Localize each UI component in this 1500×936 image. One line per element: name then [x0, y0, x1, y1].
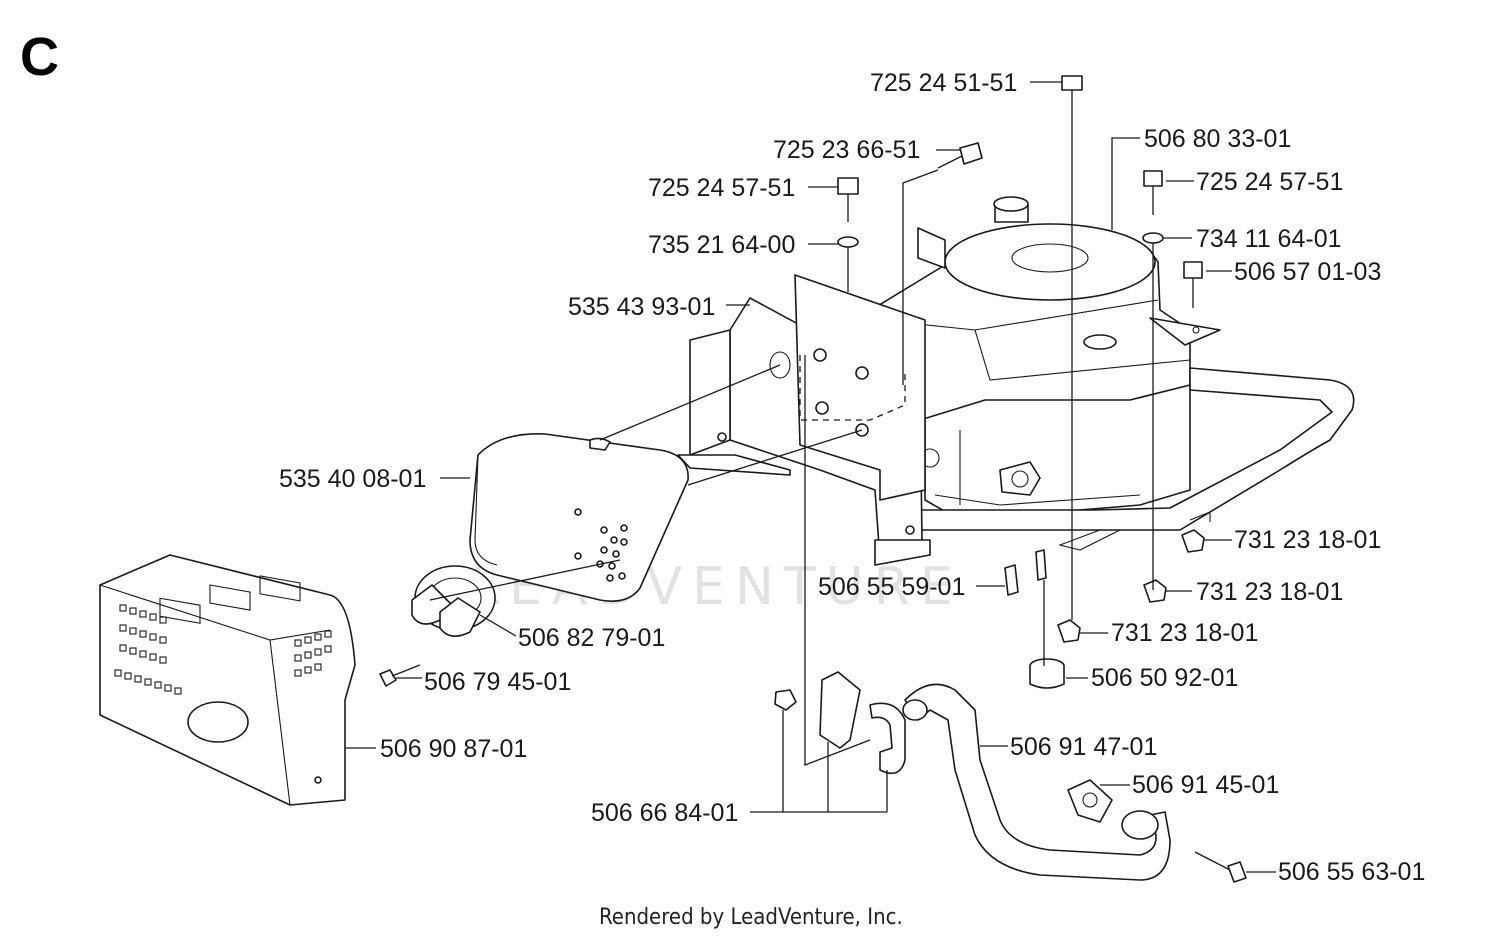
- engine-frame-drawing: [919, 367, 1355, 551]
- heat-shield-drawing: [99, 554, 356, 806]
- muffler-drawing: [469, 433, 689, 602]
- callout-label: 734 11 64-01: [1196, 225, 1342, 253]
- callout-label: 506 55 63-01: [1278, 858, 1425, 886]
- callout-label: 725 24 57-51: [648, 174, 795, 202]
- spark-deflector-drawing: [411, 565, 496, 637]
- callout-label: 725 24 57-51: [1196, 168, 1343, 196]
- callout-label: 506 79 45-01: [424, 668, 571, 696]
- muffler-bracket-drawing: [677, 274, 931, 566]
- section-letter: C: [20, 27, 59, 87]
- callout-label: 731 23 18-01: [1234, 526, 1381, 554]
- callout-label: 735 21 64-00: [648, 231, 795, 259]
- engine-drawing: [857, 196, 1221, 521]
- pipe-clamp-drawing: [774, 671, 906, 775]
- callout-label: 506 57 01-03: [1234, 258, 1381, 286]
- hardware-drawings: [379, 75, 1247, 883]
- callout-label: 506 91 47-01: [1010, 733, 1157, 761]
- callout-label: 725 23 66-51: [773, 136, 920, 164]
- callout-label: 506 90 87-01: [380, 735, 527, 763]
- leader-lines: [345, 81, 1276, 873]
- callout-label: 506 55 59-01: [818, 573, 965, 601]
- callout-label: 506 91 45-01: [1132, 771, 1279, 799]
- callout-labels: 725 24 51-51 506 80 33-01 725 23 66-51 7…: [279, 69, 1425, 886]
- callout-label: 506 66 84-01: [591, 799, 738, 827]
- callout-label: 506 80 33-01: [1144, 125, 1291, 153]
- callout-label: 731 23 18-01: [1111, 619, 1258, 647]
- callout-label: 725 24 51-51: [870, 69, 1017, 97]
- callout-label: 506 50 92-01: [1091, 664, 1238, 692]
- callout-label: 535 43 93-01: [568, 293, 715, 321]
- footer-credit: Rendered by LeadVenture, Inc.: [599, 905, 903, 930]
- callout-label: 535 40 08-01: [279, 465, 426, 493]
- callout-label: 731 23 18-01: [1196, 578, 1343, 606]
- exhaust-pipe-drawing: [902, 683, 1171, 881]
- callout-label: 506 82 79-01: [518, 624, 665, 652]
- exhaust-gasket-drawing: [1067, 779, 1113, 823]
